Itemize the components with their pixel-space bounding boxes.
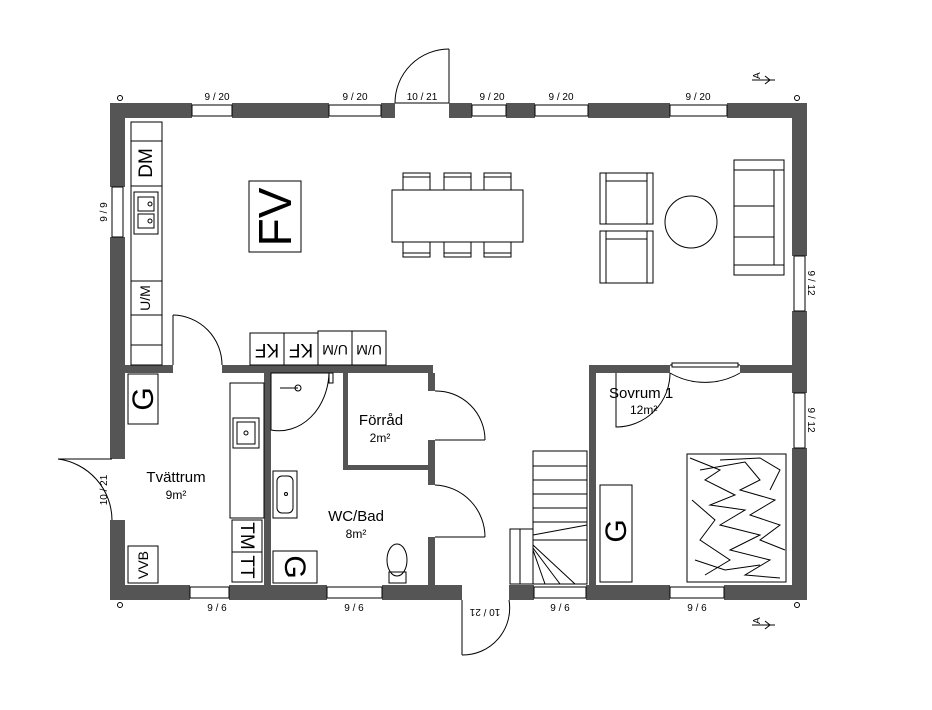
fridge-label-kitchen: U/M — [137, 285, 153, 311]
dimension-labels: 9 / 20 9 / 20 10 / 21 9 / 20 9 / 20 9 / … — [99, 92, 816, 617]
dim-bottom-2: 9 / 6 — [344, 603, 364, 614]
kf-label-1: KF — [255, 339, 279, 360]
section-label-bottom: A — [752, 617, 763, 624]
room-name-wcbad: WC/Bad — [328, 508, 384, 525]
fv-label: FV — [249, 187, 301, 246]
room-name-sovrum: Sovrum 1 — [609, 385, 673, 402]
dim-bottom-5: 9 / 6 — [687, 603, 707, 614]
g-label-sovrum: G — [600, 519, 633, 542]
g-label-bath: G — [278, 555, 311, 578]
dim-top-5: 9 / 20 — [548, 92, 573, 103]
kitchen-counter — [130, 121, 163, 366]
dim-bottom-3: 10 / 21 — [469, 606, 500, 617]
dim-bottom-4: 9 / 6 — [550, 603, 570, 614]
kf-label-2: KF — [289, 339, 313, 360]
dim-top-3: 10 / 21 — [407, 92, 438, 103]
vvb-label: VVB — [135, 551, 151, 579]
dim-top-1: 9 / 20 — [204, 92, 229, 103]
section-marker-top: A — [752, 72, 775, 85]
doors — [57, 48, 741, 656]
room-name-tvattrum: Tvättrum — [146, 469, 205, 486]
room-name-forrad: Förråd — [359, 412, 403, 429]
dim-right-1: 9 / 12 — [805, 270, 816, 295]
um-label-1: U/M — [322, 342, 348, 358]
wall-niche — [671, 362, 739, 368]
windows — [111, 104, 806, 599]
corner-markers — [117, 95, 800, 608]
g-label-tvatt: G — [127, 387, 160, 410]
um-label-2: U/M — [356, 342, 382, 358]
dim-bottom-1: 9 / 6 — [207, 603, 227, 614]
dim-top-6: 9 / 20 — [685, 92, 710, 103]
sofa — [733, 159, 785, 276]
dim-top-2: 9 / 20 — [342, 92, 367, 103]
dim-top-4: 9 / 20 — [479, 92, 504, 103]
dim-left-2: 10 / 21 — [99, 474, 110, 505]
tvatt-fixtures — [127, 373, 265, 584]
room-area-sovrum: 12m² — [630, 403, 657, 417]
dining-table — [391, 189, 524, 243]
armchairs — [599, 172, 654, 284]
appliance-row — [249, 330, 387, 366]
dining-chairs — [402, 172, 512, 258]
dim-left-1: 9 / 9 — [99, 202, 110, 222]
coffee-table — [664, 195, 718, 249]
room-labels: Sovrum 1 12m² Förråd 2m² Tvättrum 9m² WC… — [146, 385, 673, 541]
section-label-top: A — [752, 72, 763, 79]
tm-label: TM — [236, 522, 257, 549]
dim-right-2: 9 / 12 — [805, 407, 816, 432]
section-marker-bottom: A — [752, 617, 775, 630]
room-area-tvattrum: 9m² — [166, 488, 187, 502]
sovrum-fixtures — [599, 453, 787, 583]
tt-label: TT — [236, 555, 257, 579]
room-area-forrad: 2m² — [370, 431, 391, 445]
fv-symbol: FV — [248, 180, 302, 253]
interior-walls — [125, 365, 792, 585]
outer-walls — [110, 103, 807, 600]
dishwasher-label: DM — [136, 148, 157, 178]
staircase — [509, 450, 588, 585]
bath-fixtures — [270, 372, 408, 584]
room-area-wcbad: 8m² — [346, 527, 367, 541]
